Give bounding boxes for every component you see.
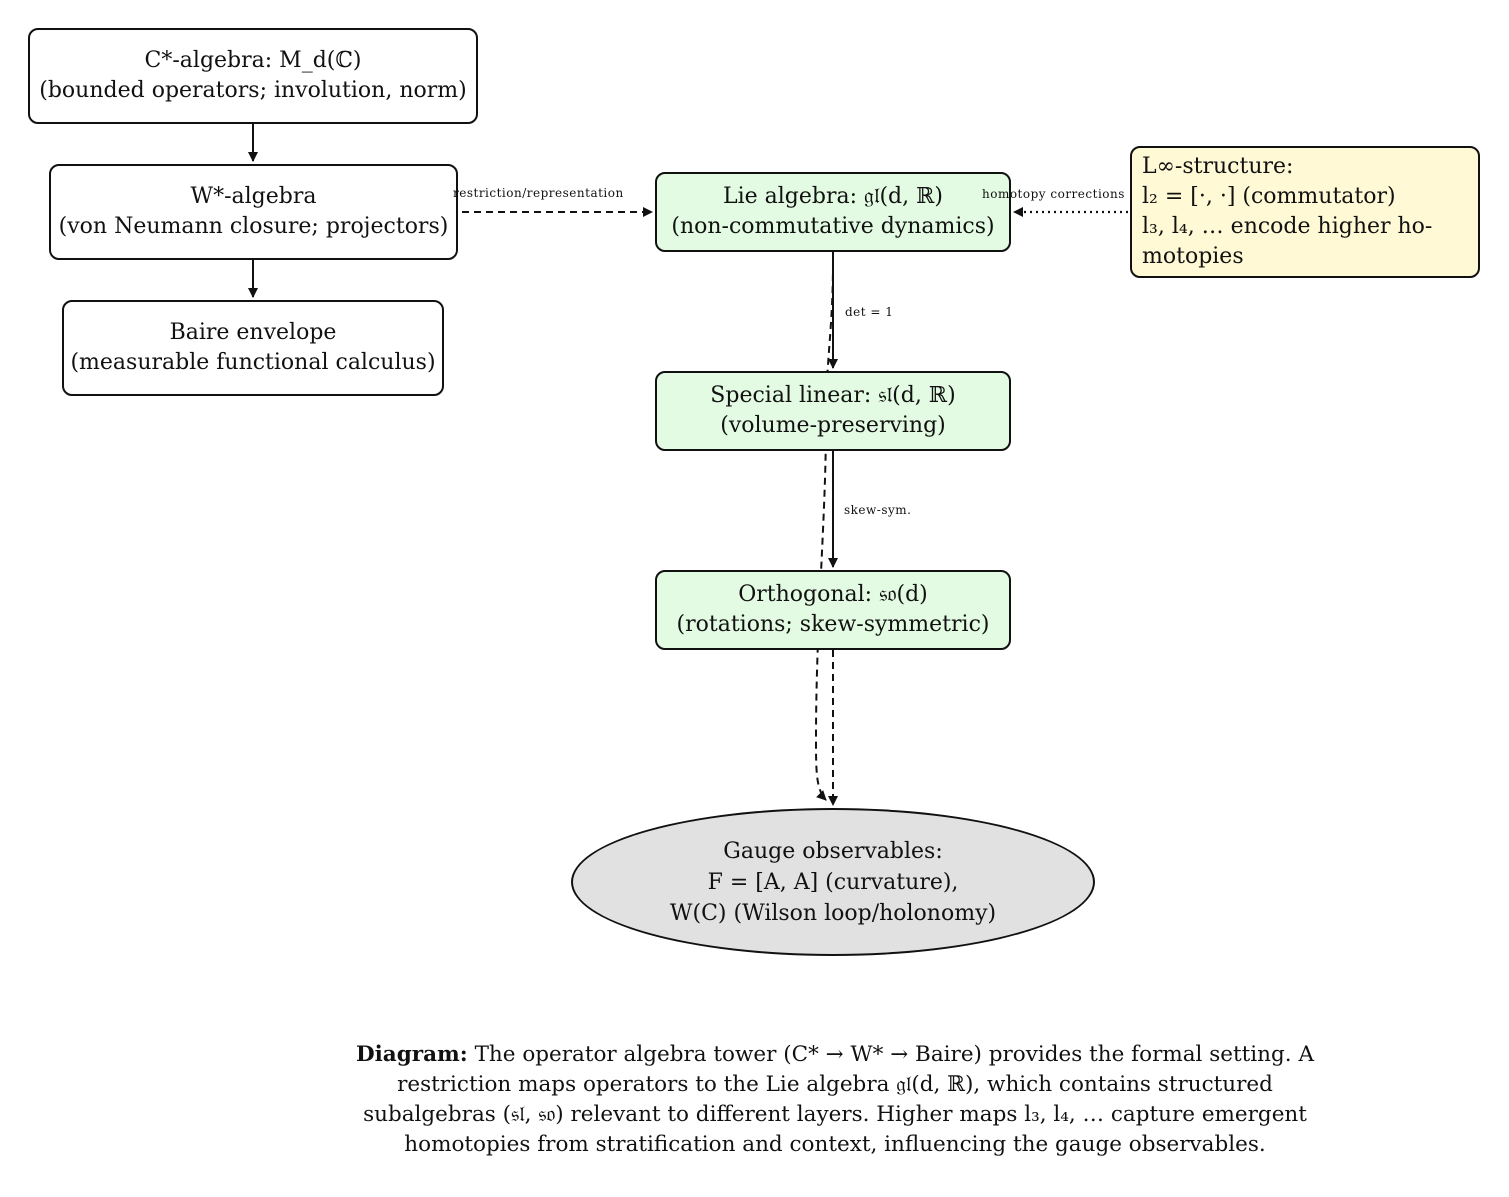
so-title: Orthogonal: 𝔰𝔬(d) [738,582,928,607]
node-baire-envelope: Baire envelope (measurable functional ca… [62,300,444,396]
linf-line2: l₂ = [·, ·] (commutator) [1142,184,1396,209]
node-gauge-observables: Gauge observables: F = [A, A] (curvature… [571,808,1095,956]
sl-subtitle: (volume-preserving) [720,413,946,438]
node-wstar-algebra: W*-algebra (von Neumann closure; project… [49,164,458,260]
wstar-title: W*-algebra [190,184,317,209]
caption-bold: Diagram: [356,1042,468,1067]
label-restriction: restriction/representation [453,186,624,200]
linf-line4: motopies [1142,244,1244,269]
caption-text: The operator algebra tower (C* → W* → Ba… [363,1042,1314,1157]
node-l-infinity-structure: L∞-structure: l₂ = [·, ·] (commutator) l… [1130,146,1480,278]
label-homotopy: homotopy corrections [982,187,1125,201]
gauge-line2: F = [A, A] (curvature), [707,869,959,895]
wstar-subtitle: (von Neumann closure; projectors) [58,214,449,239]
diagram-caption: Diagram: The operator algebra tower (C* … [340,1040,1330,1160]
label-det: det = 1 [845,305,894,319]
gl-subtitle: (non-commutative dynamics) [671,214,995,239]
node-lie-algebra-gl: Lie algebra: 𝔤𝔩(d, ℝ) (non-commutative d… [655,172,1011,252]
baire-title: Baire envelope [169,320,337,345]
node-orthogonal-so: Orthogonal: 𝔰𝔬(d) (rotations; skew-symme… [655,570,1011,650]
gauge-line3: W(C) (Wilson loop/holonomy) [669,900,997,926]
gl-title: Lie algebra: 𝔤𝔩(d, ℝ) [723,184,943,209]
linf-line1: L∞-structure: [1142,154,1294,179]
so-subtitle: (rotations; skew-symmetric) [676,612,990,637]
baire-subtitle: (measurable functional calculus) [70,350,436,375]
node-special-linear-sl: Special linear: 𝔰𝔩(d, ℝ) (volume-preserv… [655,371,1011,451]
gauge-line1: Gauge observables: [723,838,943,864]
cstar-title: C*-algebra: M_d(ℂ) [144,48,362,73]
linf-line3: l₃, l₄, … encode higher ho- [1142,214,1433,239]
sl-title: Special linear: 𝔰𝔩(d, ℝ) [710,383,956,408]
node-cstar-algebra: C*-algebra: M_d(ℂ) (bounded operators; i… [28,28,478,124]
cstar-subtitle: (bounded operators; involution, norm) [39,78,467,103]
edge-linf-gauge [814,261,834,801]
label-skew: skew-sym. [844,503,912,517]
